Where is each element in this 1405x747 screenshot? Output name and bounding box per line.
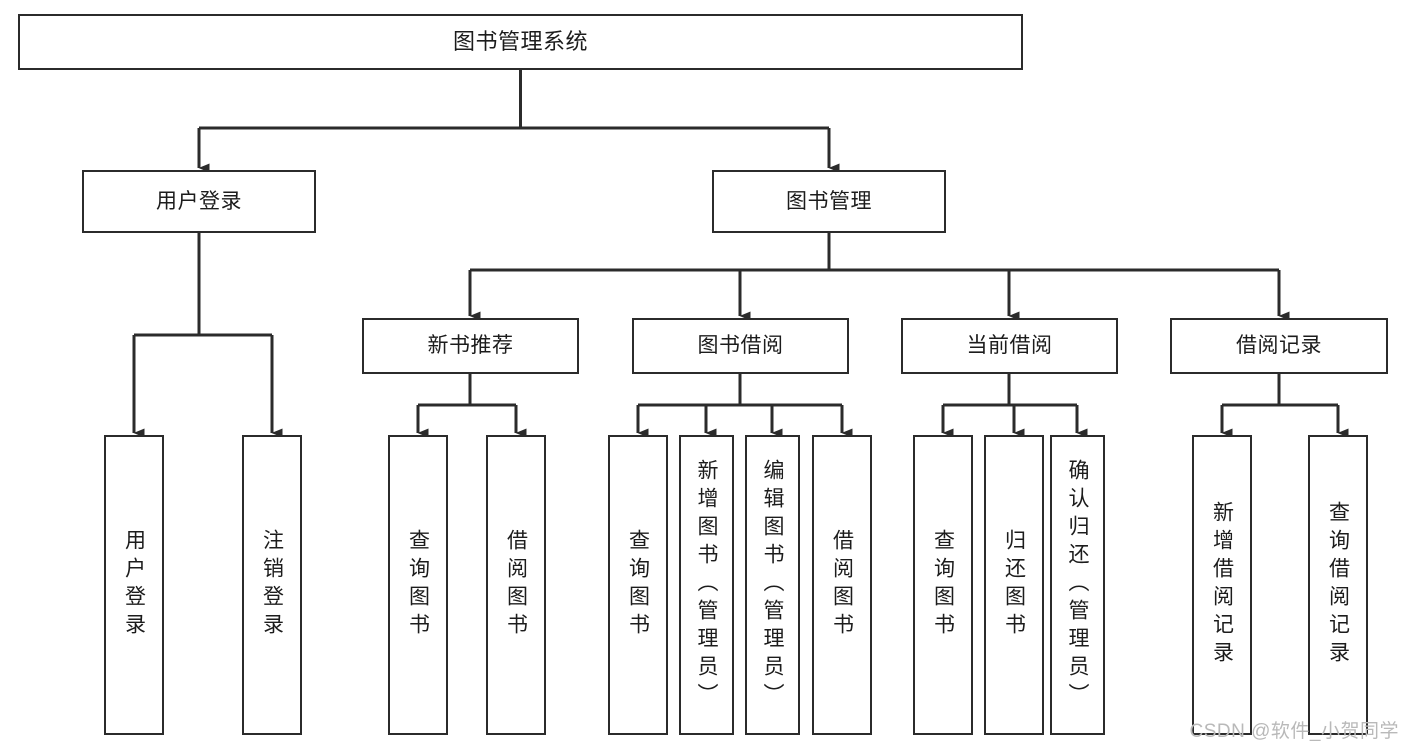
node-borrow-record-label: 借阅记录 bbox=[1236, 334, 1322, 358]
node-book-borrow[interactable]: 图书借阅 bbox=[632, 318, 849, 374]
node-root[interactable]: 图书管理系统 bbox=[18, 14, 1023, 70]
node-leaf-query-book-3[interactable]: 查询图书 bbox=[913, 435, 973, 735]
node-current-borrow-label: 当前借阅 bbox=[966, 334, 1053, 358]
node-leaf-borrow-book-2[interactable]: 借阅图书 bbox=[812, 435, 872, 735]
node-user-login-label: 用户登录 bbox=[156, 189, 242, 213]
node-leaf-user-login[interactable]: 用户登录 bbox=[104, 435, 164, 735]
node-leaf-query-book-2[interactable]: 查询图书 bbox=[608, 435, 668, 735]
node-leaf-confirm-return-label: 确认归还（管理员） bbox=[1066, 459, 1089, 711]
node-leaf-add-book[interactable]: 新增图书（管理员） bbox=[679, 435, 734, 735]
node-leaf-add-book-label: 新增图书（管理员） bbox=[695, 459, 718, 711]
node-leaf-borrow-book-1-label: 借阅图书 bbox=[504, 529, 528, 641]
watermark: CSDN @软件_小贺同学 bbox=[1189, 721, 1399, 742]
node-leaf-query-record[interactable]: 查询借阅记录 bbox=[1308, 435, 1368, 735]
node-leaf-query-book-2-label: 查询图书 bbox=[626, 529, 650, 641]
node-borrow-record[interactable]: 借阅记录 bbox=[1170, 318, 1388, 374]
node-leaf-edit-book-label: 编辑图书（管理员） bbox=[761, 459, 784, 711]
node-leaf-logout-label: 注销登录 bbox=[260, 529, 284, 641]
node-leaf-borrow-book-2-label: 借阅图书 bbox=[830, 529, 854, 641]
node-root-label: 图书管理系统 bbox=[452, 28, 588, 54]
node-leaf-add-record[interactable]: 新增借阅记录 bbox=[1192, 435, 1252, 735]
node-book-manage[interactable]: 图书管理 bbox=[712, 170, 946, 233]
node-leaf-query-book-3-label: 查询图书 bbox=[931, 529, 955, 641]
node-new-book-rec[interactable]: 新书推荐 bbox=[362, 318, 579, 374]
node-user-login[interactable]: 用户登录 bbox=[82, 170, 316, 233]
node-leaf-return-book[interactable]: 归还图书 bbox=[984, 435, 1044, 735]
node-book-borrow-label: 图书借阅 bbox=[697, 334, 784, 358]
node-leaf-borrow-book-1[interactable]: 借阅图书 bbox=[486, 435, 546, 735]
node-leaf-edit-book[interactable]: 编辑图书（管理员） bbox=[745, 435, 800, 735]
node-leaf-query-record-label: 查询借阅记录 bbox=[1326, 501, 1350, 669]
node-leaf-query-book-1[interactable]: 查询图书 bbox=[388, 435, 448, 735]
node-new-book-rec-label: 新书推荐 bbox=[427, 334, 514, 358]
node-current-borrow[interactable]: 当前借阅 bbox=[901, 318, 1118, 374]
node-book-manage-label: 图书管理 bbox=[786, 189, 872, 213]
node-leaf-confirm-return[interactable]: 确认归还（管理员） bbox=[1050, 435, 1105, 735]
node-leaf-logout[interactable]: 注销登录 bbox=[242, 435, 302, 735]
node-leaf-query-book-1-label: 查询图书 bbox=[406, 529, 430, 641]
node-leaf-add-record-label: 新增借阅记录 bbox=[1210, 501, 1234, 669]
node-leaf-user-login-label: 用户登录 bbox=[122, 529, 146, 641]
node-leaf-return-book-label: 归还图书 bbox=[1002, 529, 1026, 641]
